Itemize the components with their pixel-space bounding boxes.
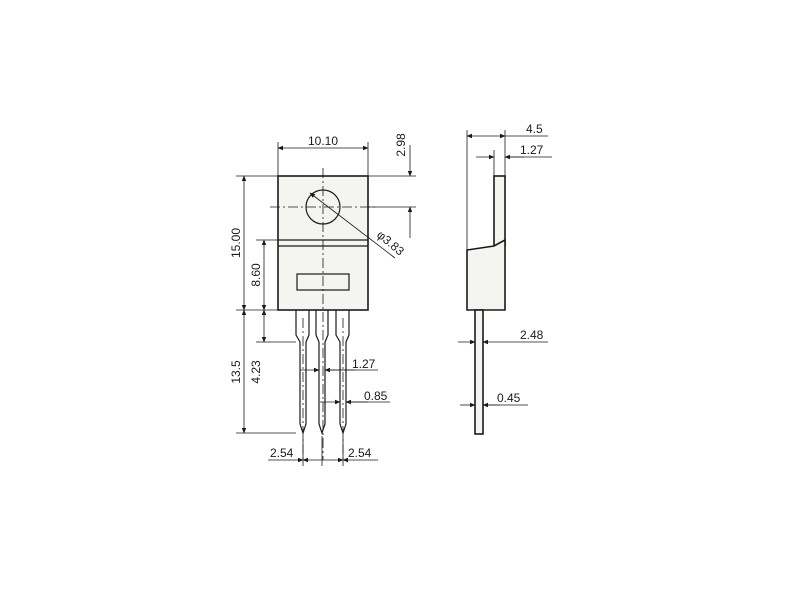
hole-leader-line (309, 192, 396, 259)
dim-lead-offset-label: 2.48 (520, 328, 544, 342)
dim-shoulder-label: 4.23 (249, 360, 263, 384)
dim-side-lead-thickness-label: 0.45 (497, 391, 521, 405)
lead-center (315, 310, 329, 435)
dim-hole-diameter-label: φ3.83 (374, 228, 407, 259)
front-view: 10.10 2.98 φ3.83 15.00 8.60 13.5 4.23 1.… (229, 133, 416, 466)
lead-left (295, 310, 310, 435)
dim-lead-width-label: 1.27 (352, 357, 376, 371)
dim-pitch-right-label: 2.54 (348, 446, 372, 460)
side-view: 4.5 1.27 2.48 0.45 (458, 122, 552, 435)
side-tab (493, 175, 506, 247)
dim-body-height-label: 15.00 (229, 228, 243, 258)
lead-right (335, 310, 350, 435)
dim-lower-body-label: 8.60 (249, 263, 263, 287)
dim-width-label: 10.10 (308, 134, 338, 148)
side-lead (474, 309, 484, 435)
dim-pitch-left-label: 2.54 (270, 446, 294, 460)
side-body (466, 238, 506, 311)
dim-lead-thickness-label: 0.85 (364, 389, 388, 403)
dim-total-thickness-label: 4.5 (526, 122, 543, 136)
dim-tab-thickness-label: 1.27 (520, 143, 544, 157)
dim-lead-length-label: 13.5 (229, 360, 243, 384)
dim-tab-height-label: 2.98 (394, 133, 408, 157)
marking-window (296, 273, 350, 291)
